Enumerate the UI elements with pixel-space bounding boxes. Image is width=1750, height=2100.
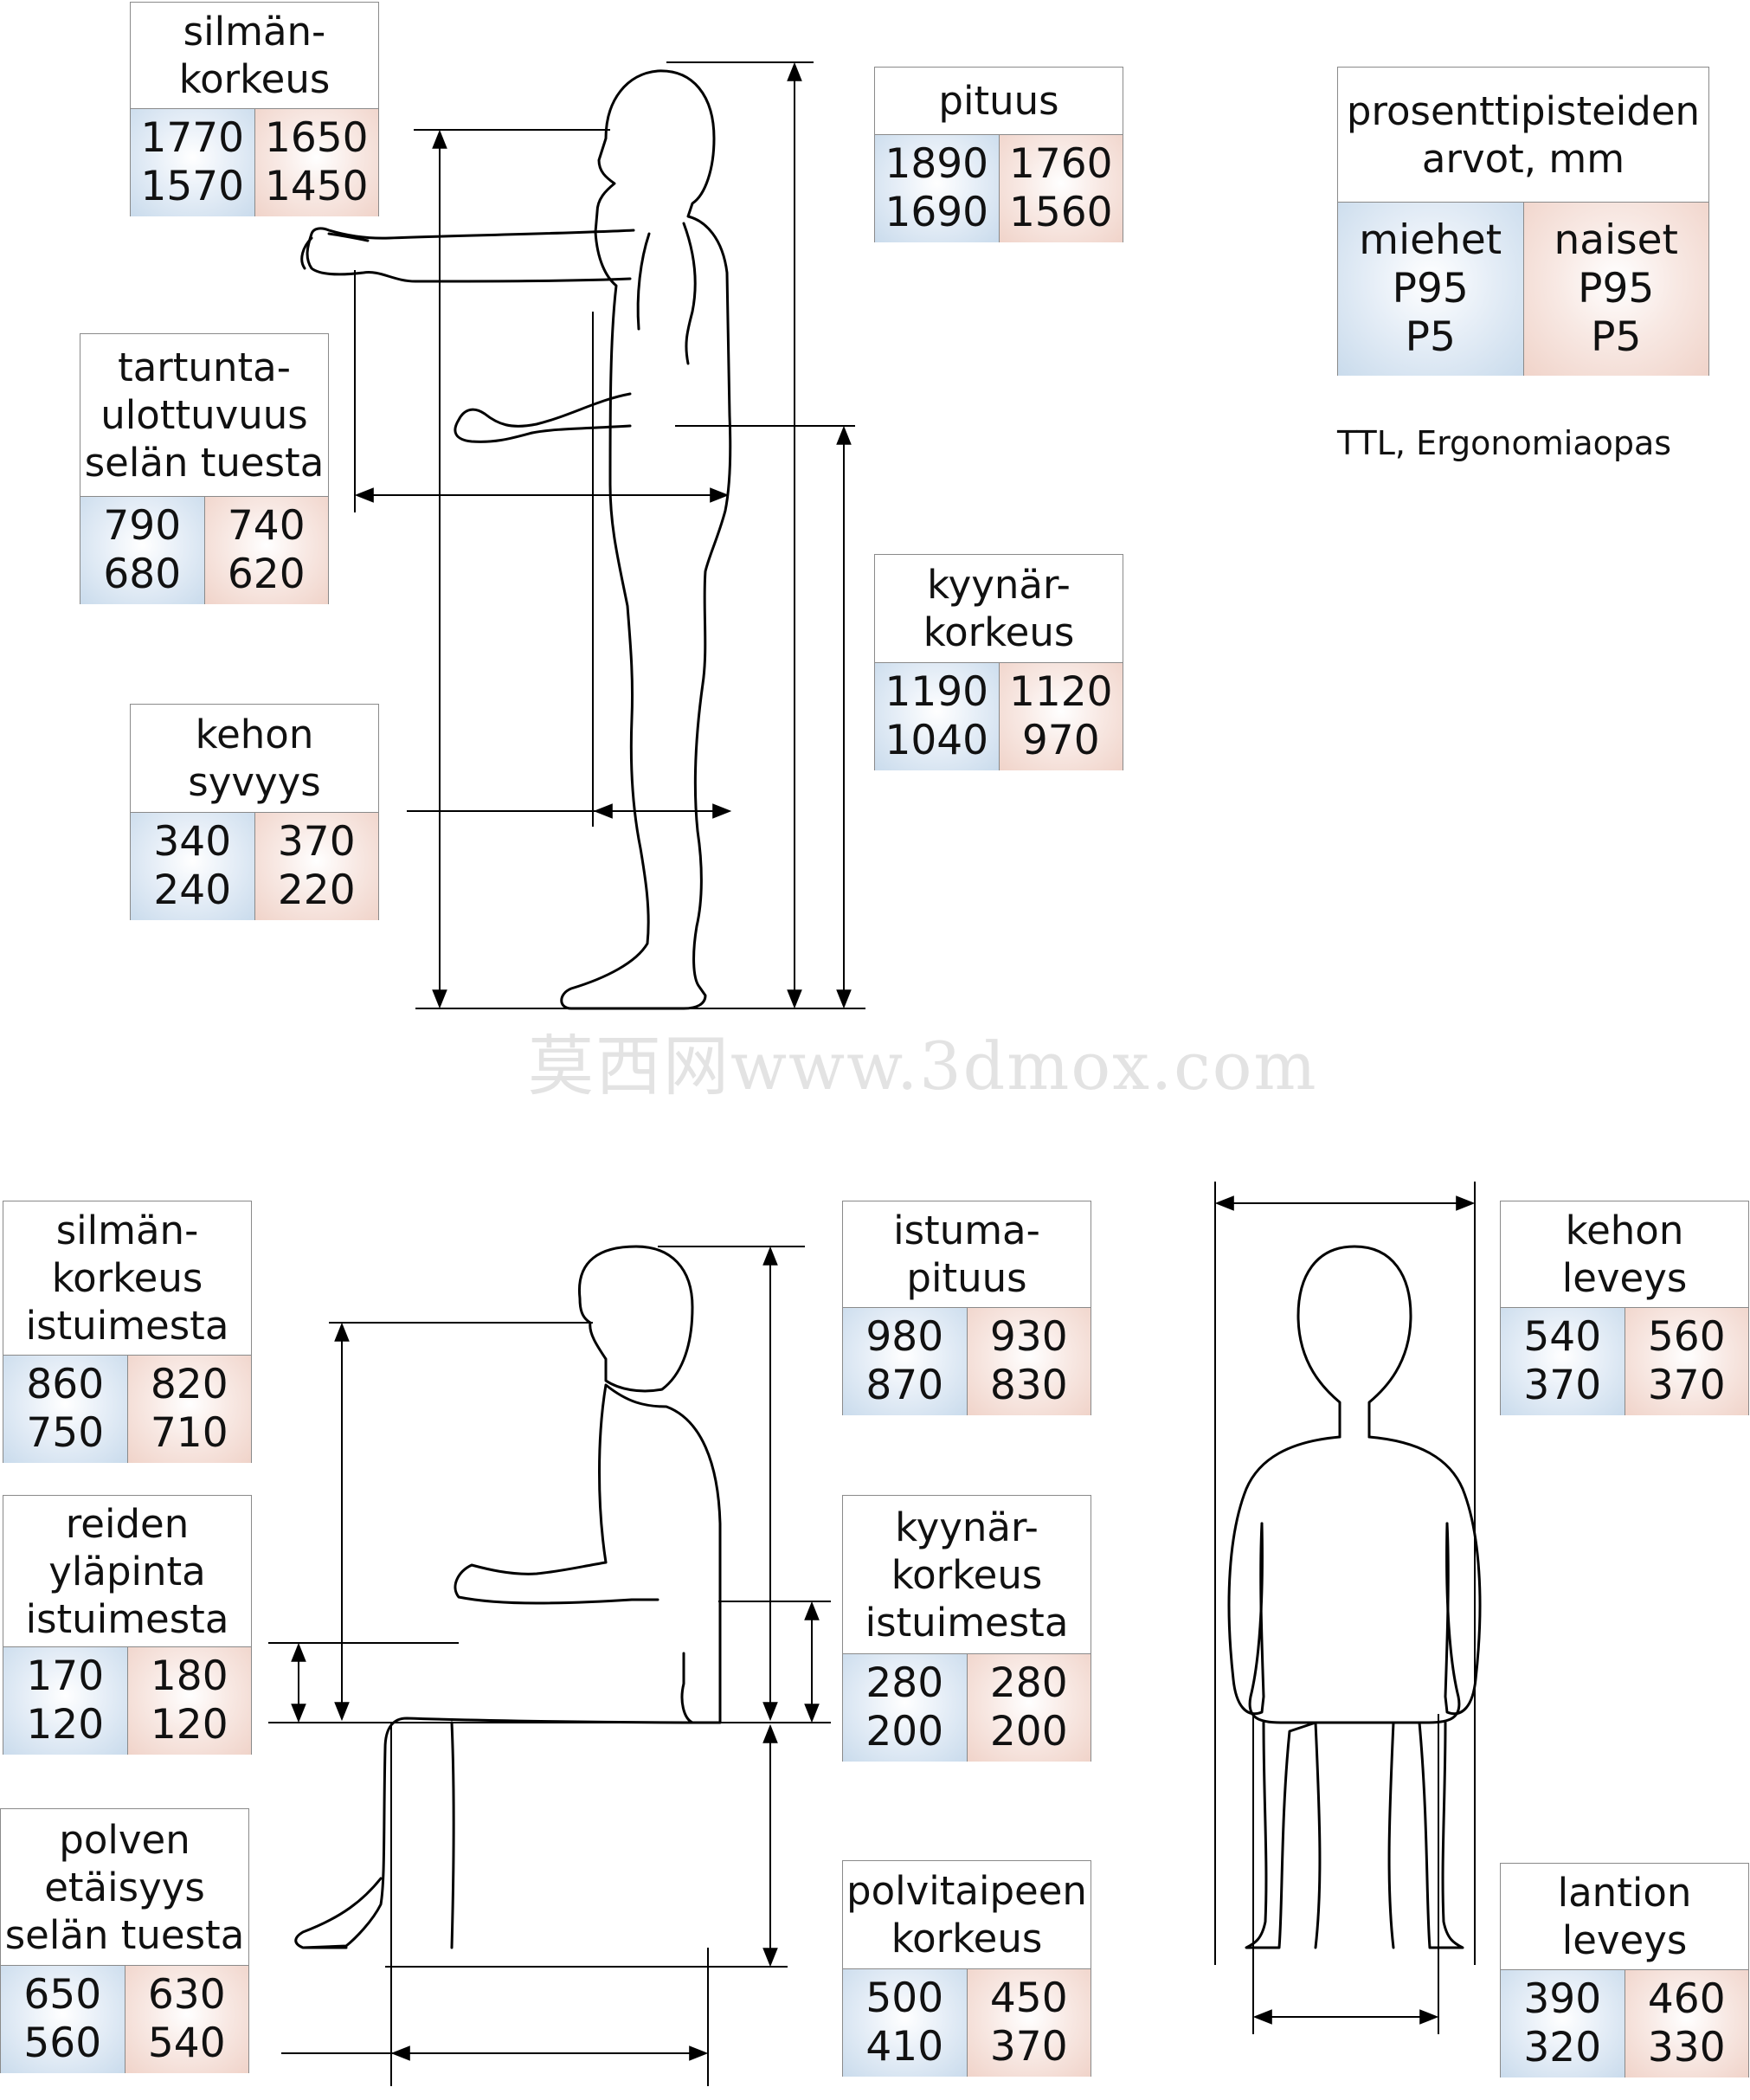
front-figure: [1227, 1245, 1482, 1949]
legend-box: prosenttipisteiden arvot, mm miehet P95 …: [1337, 67, 1709, 376]
standing-outstretched-arm: [306, 227, 635, 283]
legend-title: prosenttipisteiden arvot, mm: [1338, 68, 1708, 203]
legend-women: naiset P95 P5: [1523, 203, 1708, 376]
seated-dimension-lines: [268, 1246, 831, 2086]
legend-title-line1: prosenttipisteiden: [1346, 87, 1701, 134]
seated-arm: [454, 1561, 659, 1605]
seated-thigh-leg: [294, 1717, 711, 1949]
front-dimension-lines: [1214, 1182, 1476, 2034]
standing-back-curve: [682, 222, 697, 365]
front-head: [1296, 1245, 1412, 1439]
seated-head: [577, 1245, 694, 1393]
standing-figure: [300, 69, 732, 1010]
front-hips: [1248, 1522, 1461, 1724]
standing-hand-upper: [300, 232, 370, 270]
front-torso: [1227, 1435, 1482, 1716]
seated-figure: [294, 1245, 722, 1949]
legend-title-line2: arvot, mm: [1421, 135, 1625, 182]
seated-torso: [598, 1383, 722, 1724]
standing-dimension-lines: [354, 61, 865, 1009]
front-legs: [1245, 1721, 1464, 1949]
standing-lower-arm: [454, 392, 632, 443]
legend-men: miehet P95 P5: [1338, 203, 1524, 376]
source-citation: TTL, Ergonomiaopas: [1337, 424, 1672, 462]
standing-body-outline: [560, 69, 732, 1010]
watermark-text: 莫西网www.3dmox.com: [528, 1027, 1318, 1105]
standing-chest-line: [636, 232, 651, 331]
